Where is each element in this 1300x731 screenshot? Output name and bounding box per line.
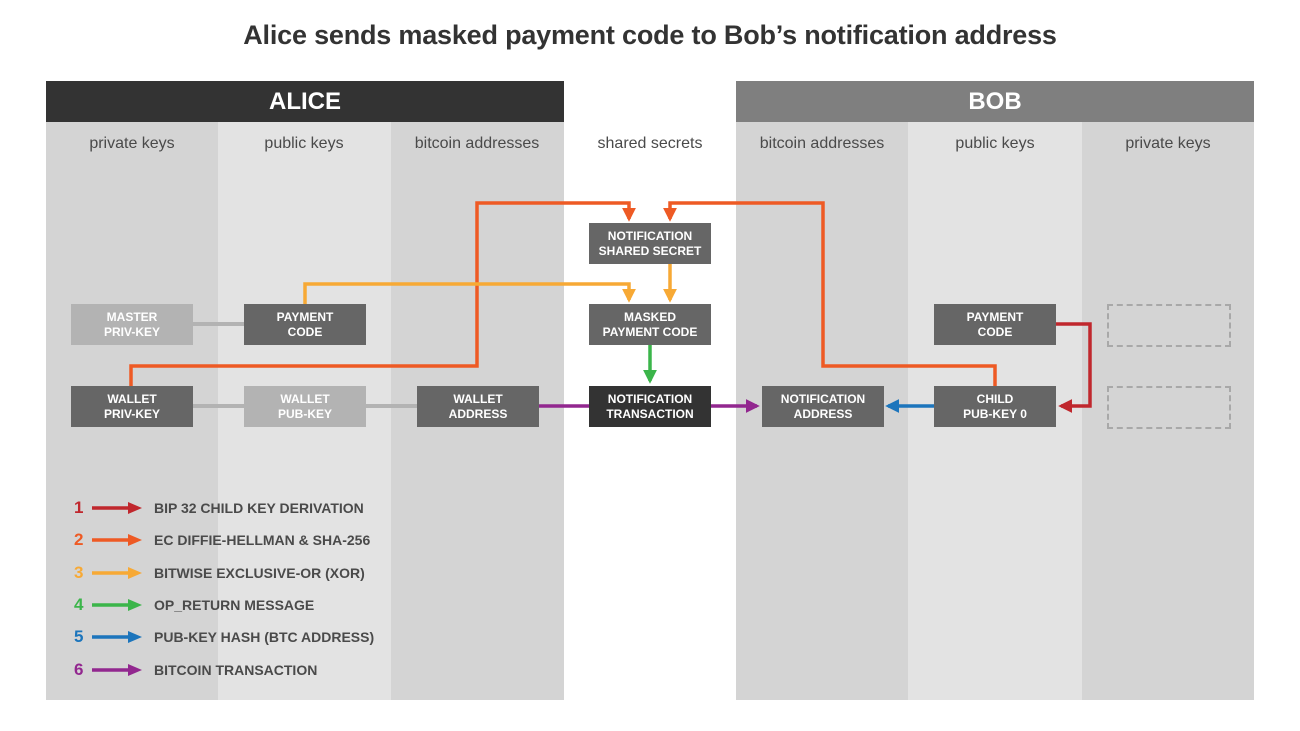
legend-item-6: 6 BITCOIN TRANSACTION [74,659,317,681]
masked-payment-code-box: MASKED PAYMENT CODE [589,304,711,345]
bob-notification-address-box: NOTIFICATION ADDRESS [762,386,884,427]
legend-number: 2 [74,530,84,549]
legend-number: 1 [74,498,84,517]
legend-number: 5 [74,627,84,646]
column-label-shared-secrets: shared secrets [597,135,703,152]
bob-payment-code-box: PAYMENT CODE [934,304,1056,345]
legend-number: 3 [74,563,84,582]
legend-arrow-icon [92,599,142,611]
column-label-bob-bitcoin-addresses: bitcoin addresses [759,135,885,152]
legend-label: BIP 32 CHILD KEY DERIVATION [154,500,364,516]
legend-label: PUB-KEY HASH (BTC ADDRESS) [154,629,375,645]
bob-child-pub-key-box: CHILD PUB-KEY 0 [934,386,1056,427]
legend-item-1: 1 BIP 32 CHILD KEY DERIVATION [74,497,364,519]
legend-arrow-icon [92,664,142,676]
column-label-alice-public-keys: public keys [264,135,344,152]
bob-placeholder-priv-key-1 [1107,304,1231,347]
arrow-xor-payment-code [303,282,636,304]
bob-private-keys-column [1082,122,1254,700]
legend-arrow-icon [92,631,142,643]
alice-wallet-priv-key-box: WALLET PRIV-KEY [71,386,193,427]
bob-header: BOB [736,81,1254,122]
legend-item-5: 5 PUB-KEY HASH (BTC ADDRESS) [74,626,374,648]
column-label-bob-private-keys: private keys [1125,135,1211,152]
alice-master-priv-key-box: MASTER PRIV-KEY [71,304,193,345]
legend-number: 4 [74,595,84,614]
legend-label: OP_RETURN MESSAGE [154,597,315,613]
arrow-bob-ecdh [663,201,997,386]
alice-wallet-pub-key-box: WALLET PUB-KEY [244,386,366,427]
legend-label: EC DIFFIE-HELLMAN & SHA-256 [154,532,371,548]
column-label-alice-private-keys: private keys [89,135,175,152]
notification-shared-secret-box: NOTIFICATION SHARED SECRET [589,223,711,264]
arrow-bip32-derivation [1056,322,1092,413]
alice-payment-code-box: PAYMENT CODE [244,304,366,345]
column-label-alice-bitcoin-addresses: bitcoin addresses [414,135,540,152]
legend-label: BITWISE EXCLUSIVE-OR (XOR) [154,565,365,581]
legend-arrow-icon [92,534,142,546]
bob-placeholder-priv-key-2 [1107,386,1231,429]
legend-item-4: 4 OP_RETURN MESSAGE [74,594,314,616]
page-title: Alice sends masked payment code to Bob’s… [243,20,1057,50]
notification-transaction-box: NOTIFICATION TRANSACTION [589,386,711,427]
alice-wallet-address-box: WALLET ADDRESS [417,386,539,427]
legend-arrow-icon [92,502,142,514]
legend-item-3: 3 BITWISE EXCLUSIVE-OR (XOR) [74,562,365,584]
legend-item-2: 2 EC DIFFIE-HELLMAN & SHA-256 [74,529,370,551]
legend-arrow-icon [92,567,142,579]
column-label-bob-public-keys: public keys [955,135,1035,152]
legend-label: BITCOIN TRANSACTION [154,662,318,678]
legend-number: 6 [74,660,84,679]
alice-header: ALICE [46,81,564,122]
arrow-alice-ecdh [129,201,636,386]
